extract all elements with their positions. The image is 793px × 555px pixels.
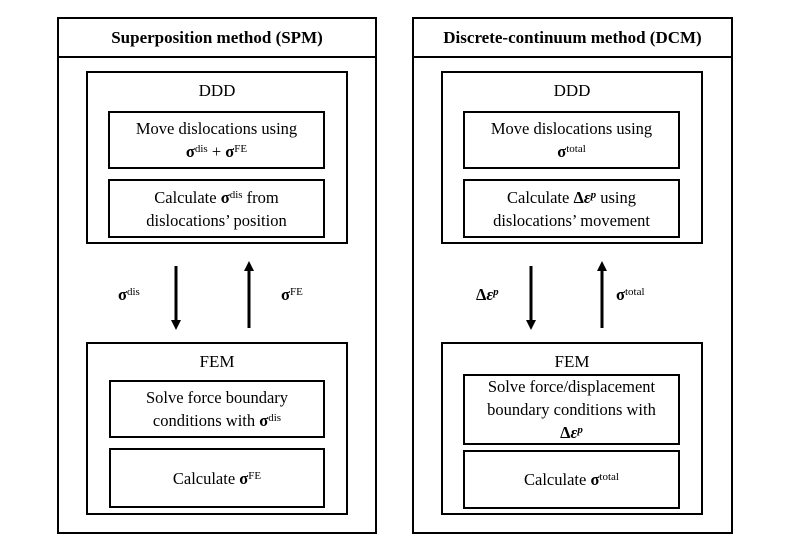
sigma-symbol: σ	[259, 411, 269, 430]
sigma-symbol: σ	[220, 187, 230, 207]
sigma-symbol: σ	[185, 142, 195, 161]
dcm-solve-line1: Solve force/displacement	[487, 377, 656, 396]
sup-dis: dis	[194, 143, 208, 155]
sup-fe: FE	[248, 469, 262, 482]
dcm-ddd-container: DDD	[441, 71, 703, 244]
sigma-symbol: σ	[616, 285, 625, 304]
dcm-calc-line1: Calculate Δεp using	[507, 186, 636, 209]
sup-dis: dis	[268, 412, 282, 424]
sigma-symbol: σ	[118, 285, 127, 304]
sup-dis: dis	[126, 286, 140, 298]
spm-fem-label: FEM	[199, 352, 235, 371]
spm-fem-calc-text: Calculate σFE	[173, 467, 261, 490]
spm-fem-calc-box: Calculate σFE	[109, 448, 325, 508]
dcm-fem-calc-text: Calculate σtotal	[524, 468, 619, 491]
dcm-move-text: Move dislocations using	[490, 119, 653, 138]
sigma-symbol: σ	[239, 468, 249, 488]
using-text: using	[596, 187, 636, 207]
spm-panel-title: Superposition method (SPM)	[59, 19, 375, 58]
dcm-ddd-move-box: Move dislocations using σtotal	[463, 111, 680, 169]
spm-move-text: Move dislocations using	[135, 119, 298, 138]
dcm-panel: Discrete-continuum method (DCM)	[412, 17, 733, 534]
sup-p: p	[577, 424, 583, 436]
sigma-symbol: σ	[225, 142, 235, 161]
spm-ddd-move-box: Move dislocations using σdis + σFE	[108, 111, 325, 169]
calc-text: Calculate	[507, 187, 574, 207]
conditions-text: conditions with	[152, 411, 260, 430]
sigma-symbol: σ	[557, 142, 567, 161]
dcm-panel-title: Discrete-continuum method (DCM)	[414, 19, 731, 58]
spm-fem-container: FEM	[86, 342, 348, 515]
sup-dis: dis	[229, 188, 243, 201]
spm-solve-line1: Solve force boundary	[145, 388, 289, 407]
delta-symbol: Δ	[476, 285, 487, 304]
dcm-ddd-label: DDD	[553, 81, 591, 100]
dcm-fem-calc-box: Calculate σtotal	[463, 450, 680, 509]
dcm-calc-line2: dislocations’ movement	[493, 210, 650, 230]
delta-symbol: Δ	[573, 187, 584, 207]
spm-calc-line2: dislocations’ position	[146, 210, 287, 230]
spm-calc-line1: Calculate σdis from	[154, 186, 278, 209]
spm-ddd-container: DDD	[86, 71, 348, 244]
spm-ddd-label: DDD	[198, 81, 236, 100]
spm-ddd-calc-box: Calculate σdis from dislocations’ positi…	[108, 179, 325, 238]
dcm-move-formula: σtotal	[557, 140, 586, 163]
dcm-fem-container: FEM	[441, 342, 703, 515]
epsilon-symbol: ε	[486, 285, 494, 304]
sup-fe: FE	[234, 143, 248, 155]
spm-title-text: Superposition method (SPM)	[111, 27, 323, 47]
dcm-solve-line3: Δεp	[560, 421, 583, 444]
sigma-symbol: σ	[281, 285, 290, 304]
spm-move-formula: σdis + σFE	[186, 140, 247, 163]
dcm-title-text: Discrete-continuum method (DCM)	[443, 27, 702, 47]
dcm-solve-line2: boundary conditions with	[487, 400, 656, 419]
dcm-fem-solve-box: Solve force/displacement boundary condit…	[463, 374, 680, 445]
calc-text: Calculate	[172, 468, 240, 488]
from-text: from	[242, 187, 279, 207]
sup-total: total	[624, 286, 645, 298]
epsilon-symbol: ε	[583, 187, 591, 207]
calc-text: Calculate	[524, 470, 591, 489]
spm-panel: Superposition method (SPM)	[57, 17, 377, 534]
sup-total: total	[566, 143, 586, 155]
sup-fe: FE	[289, 286, 303, 298]
spm-arrow-down-label: σdis	[118, 285, 140, 305]
sup-total: total	[599, 471, 619, 483]
sup-p: p	[590, 188, 597, 201]
sup-p: p	[493, 286, 499, 298]
spm-fem-solve-box: Solve force boundary conditions with σdi…	[109, 380, 325, 438]
plus-operator: +	[207, 142, 226, 161]
delta-symbol: Δ	[560, 423, 571, 442]
spm-arrow-up-label: σFE	[281, 285, 303, 305]
sigma-symbol: σ	[590, 470, 600, 489]
calc-text: Calculate	[154, 187, 221, 207]
epsilon-symbol: ε	[570, 423, 578, 442]
spm-solve-line2: conditions with σdis	[153, 409, 281, 432]
dcm-arrow-down-label: Δεp	[476, 285, 499, 305]
dcm-ddd-calc-box: Calculate Δεp using dislocations’ moveme…	[463, 179, 680, 238]
dcm-arrow-up-label: σtotal	[616, 285, 645, 305]
dcm-fem-label: FEM	[554, 352, 590, 371]
